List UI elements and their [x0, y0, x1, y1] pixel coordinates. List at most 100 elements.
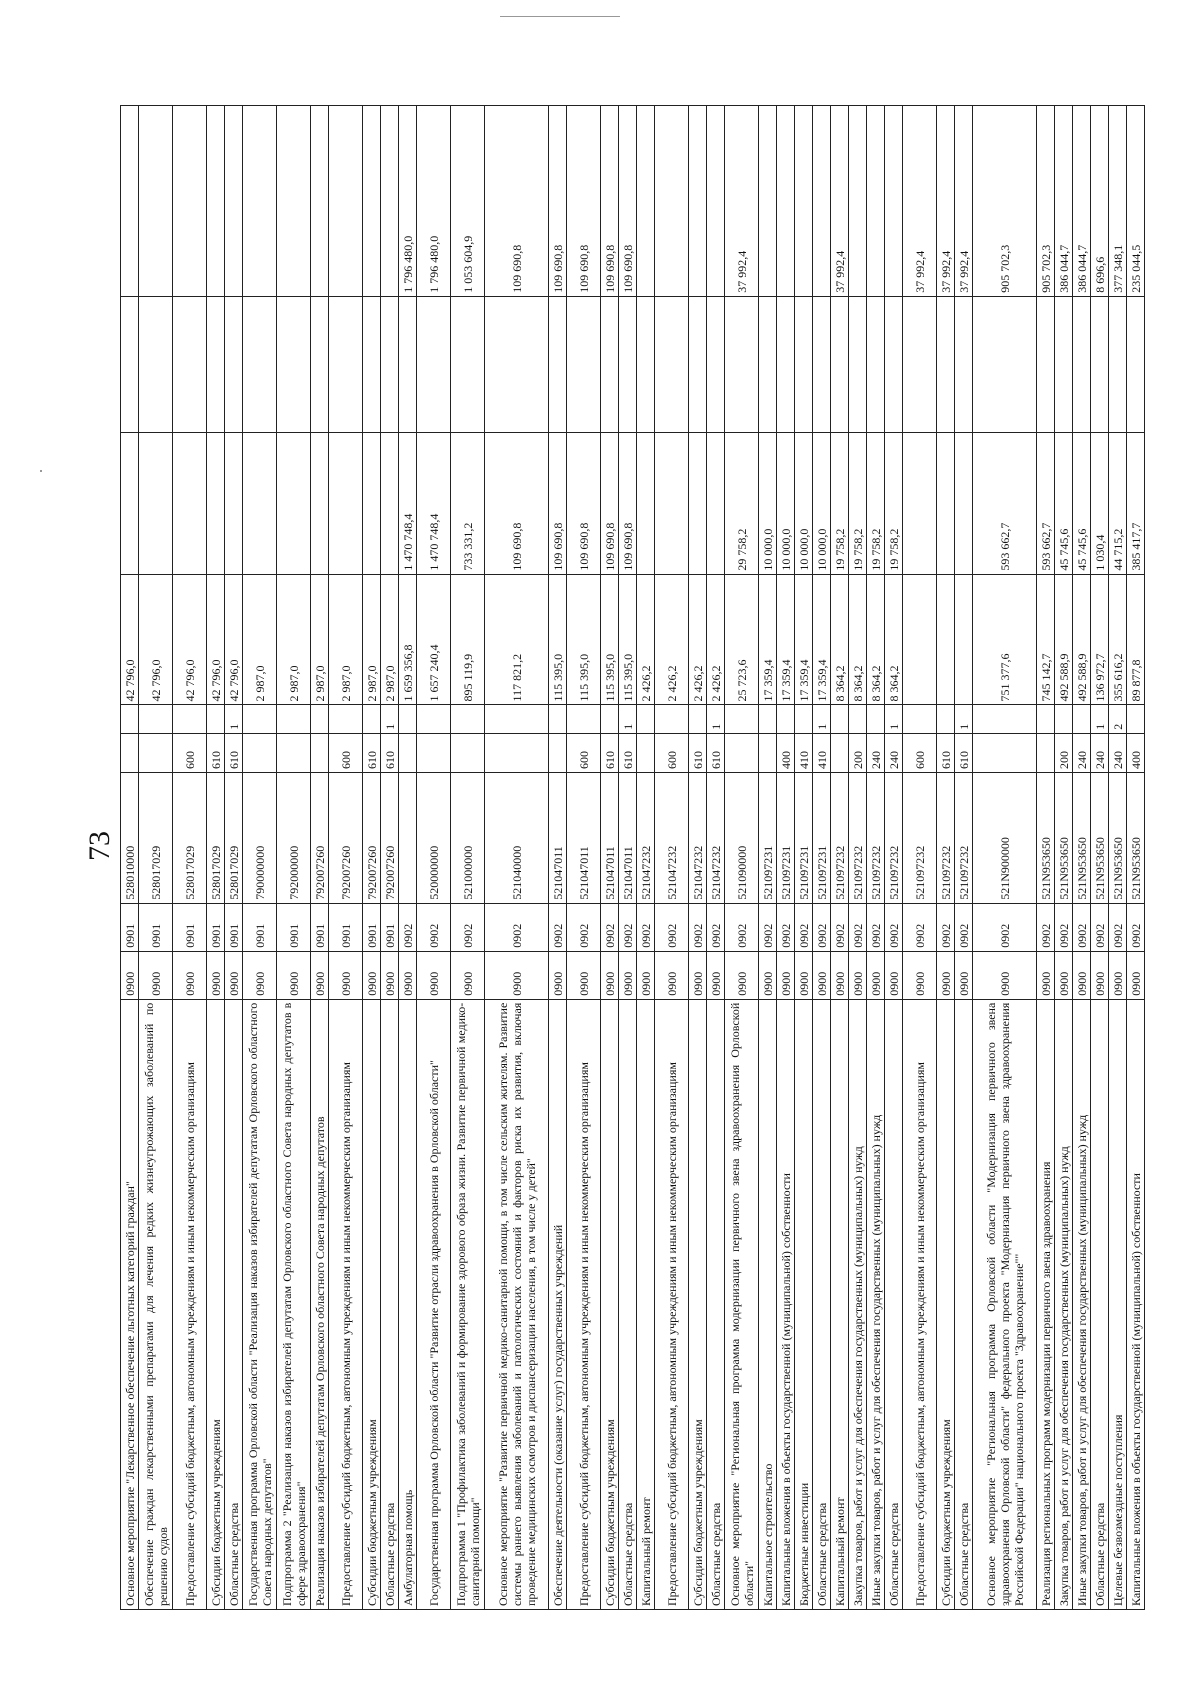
subsection-code-cell: 0902 [884, 903, 903, 952]
amount-year-1-cell: 2 426,2 [636, 574, 655, 705]
target-article-cell: 792007260 [362, 772, 381, 904]
row-name-cell: Областные средства [224, 999, 243, 1610]
source-code-cell [830, 704, 849, 734]
table-row: Обеспечение деятельности (оказание услуг… [548, 105, 567, 1610]
amount-year-4-cell [848, 105, 867, 297]
amount-year-2-cell: 109 690,8 [618, 432, 637, 575]
table-row: Основное мероприятие "Развитие первичной… [484, 105, 549, 1610]
target-article-cell: 521047011 [618, 772, 637, 904]
subsection-code-cell: 0902 [848, 903, 867, 952]
section-code-cell: 0900 [600, 951, 619, 1000]
amount-year-2-cell: 19 758,2 [848, 432, 867, 575]
row-name-cell: Государственная программа Орловской обла… [242, 999, 277, 1610]
amount-year-2-cell [954, 432, 973, 575]
subsection-code-cell: 0902 [618, 903, 637, 952]
row-name-cell: Областные средства [380, 999, 399, 1610]
subsection-code-cell: 0902 [654, 903, 689, 952]
amount-year-3-cell [450, 296, 485, 433]
row-name-cell: Подпрограмма 2 "Реализация наказов избир… [276, 999, 311, 1610]
section-code-cell: 0900 [138, 951, 173, 1000]
amount-year-4-cell [138, 105, 173, 297]
subsection-code-cell: 0902 [398, 903, 417, 952]
subsection-code-cell: 0902 [902, 903, 937, 952]
amount-year-4-cell: 235 044,5 [1126, 105, 1145, 297]
amount-year-3-cell [866, 296, 885, 433]
row-name-cell: Основное мероприятие "Развитие первичной… [484, 999, 549, 1610]
amount-year-4-cell: 109 690,8 [484, 105, 549, 297]
target-article-cell: 528017029 [224, 772, 243, 904]
amount-year-2-cell [706, 432, 725, 575]
source-code-cell [566, 704, 601, 734]
amount-year-4-cell [380, 105, 399, 297]
amount-year-4-cell [812, 105, 831, 297]
expense-type-cell: 600 [654, 733, 689, 773]
row-name-cell: Областные средства [1090, 999, 1109, 1610]
table-row: Предоставление субсидий бюджетным, автон… [172, 105, 207, 1610]
amount-year-1-cell: 115 395,0 [600, 574, 619, 705]
amount-year-3-cell [1090, 296, 1109, 433]
section-code-cell: 0900 [972, 951, 1037, 1000]
amount-year-2-cell: 19 758,2 [866, 432, 885, 575]
expense-type-cell [416, 733, 451, 773]
source-code-cell: 1 [884, 704, 903, 734]
expense-type-cell [636, 733, 655, 773]
amount-year-1-cell: 492 588,9 [1054, 574, 1073, 705]
amount-year-2-cell: 593 662,7 [972, 432, 1037, 575]
amount-year-1-cell: 17 359,4 [812, 574, 831, 705]
amount-year-2-cell [206, 432, 225, 575]
row-name-cell: Иные закупки товаров, работ и услуг для … [1072, 999, 1091, 1610]
expense-type-cell [758, 733, 777, 773]
amount-year-2-cell [654, 432, 689, 575]
target-article-cell: 792000000 [276, 772, 311, 904]
table-row: Капитальные вложения в объекты государст… [776, 105, 795, 1610]
row-name-cell: Обеспечение деятельности (оказание услуг… [548, 999, 567, 1610]
amount-year-3-cell [242, 296, 277, 433]
expense-type-cell: 610 [362, 733, 381, 773]
amount-year-2-cell: 1 470 748,4 [416, 432, 451, 575]
amount-year-1-cell: 751 377,6 [972, 574, 1037, 705]
subsection-code-cell: 0901 [380, 903, 399, 952]
source-code-cell [1072, 704, 1091, 734]
page-number: 73 [83, 831, 116, 861]
subsection-code-cell: 0902 [794, 903, 813, 952]
source-code-cell: 1 [618, 704, 637, 734]
table-row: Реализация региональных программ модерни… [1036, 105, 1055, 1610]
subsection-code-cell: 0902 [450, 903, 485, 952]
amount-year-2-cell: 109 690,8 [600, 432, 619, 575]
amount-year-3-cell [654, 296, 689, 433]
source-code-cell [548, 704, 567, 734]
section-code-cell: 0900 [362, 951, 381, 1000]
source-code-cell [362, 704, 381, 734]
row-name-cell: Капитальное строительство [758, 999, 777, 1610]
amount-year-3-cell [172, 296, 207, 433]
amount-year-2-cell [120, 432, 139, 575]
amount-year-3-cell [884, 296, 903, 433]
expense-type-cell [724, 733, 759, 773]
amount-year-4-cell [172, 105, 207, 297]
amount-year-3-cell [902, 296, 937, 433]
section-code-cell: 0900 [1126, 951, 1145, 1000]
subsection-code-cell: 0902 [954, 903, 973, 952]
amount-year-2-cell: 1 030,4 [1090, 432, 1109, 575]
amount-year-1-cell: 8 364,2 [830, 574, 849, 705]
table-row: Предоставление субсидий бюджетным, автон… [902, 105, 937, 1610]
table-row: Реализация наказов избирателей депутатам… [310, 105, 329, 1610]
source-code-cell [636, 704, 655, 734]
amount-year-3-cell [276, 296, 311, 433]
row-name-cell: Капитальные вложения в объекты государст… [776, 999, 795, 1610]
target-article-cell: 521040000 [484, 772, 549, 904]
table-row: Закупка товаров, работ и услуг для обесп… [848, 105, 867, 1610]
expense-type-cell: 200 [1054, 733, 1073, 773]
source-code-cell [276, 704, 311, 734]
target-article-cell: 792007260 [380, 772, 399, 904]
target-article-cell: 521N953650 [1108, 772, 1127, 904]
section-code-cell: 0900 [310, 951, 329, 1000]
table-row: Капитальные вложения в объекты государст… [1126, 105, 1145, 1610]
expense-type-cell [242, 733, 277, 773]
source-code-cell [120, 704, 139, 734]
amount-year-3-cell [328, 296, 363, 433]
